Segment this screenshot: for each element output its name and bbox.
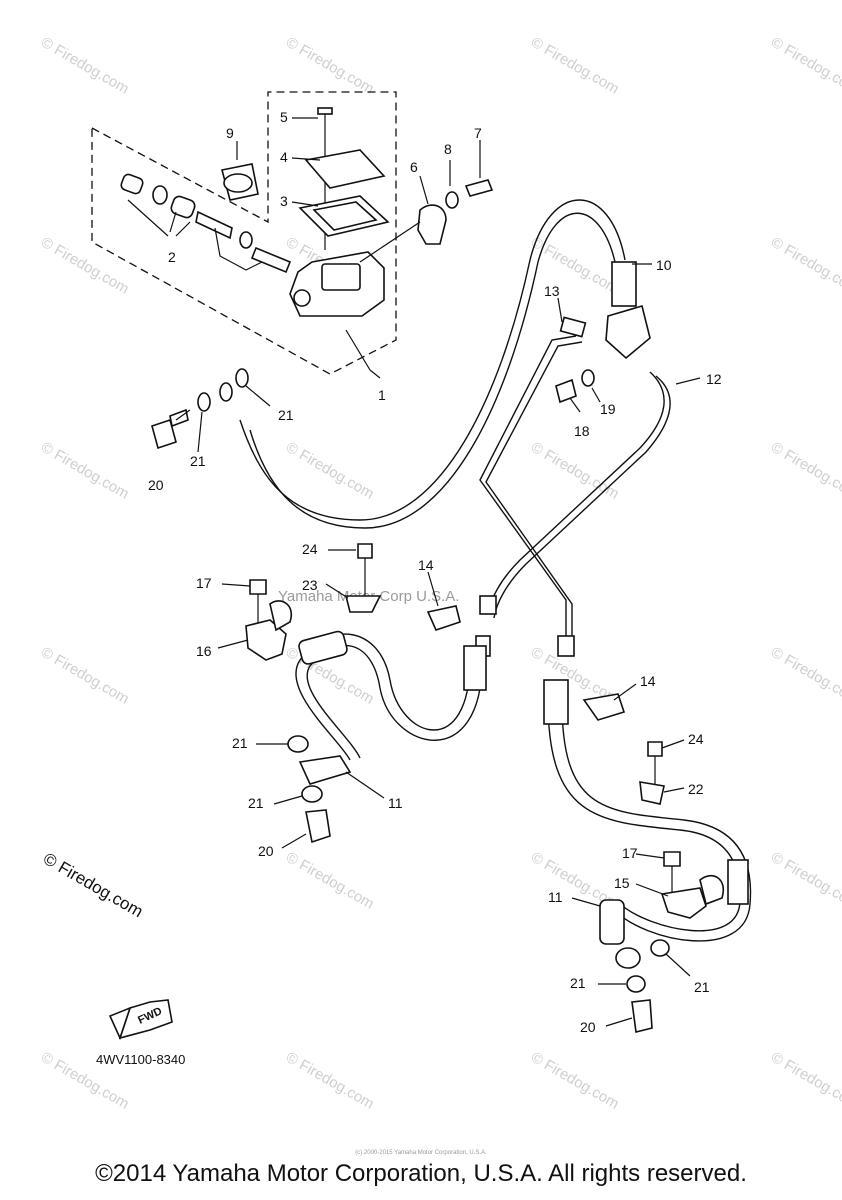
watermark: © Firedog.com — [528, 34, 622, 98]
callout-21-e: 21 — [694, 979, 710, 995]
copyright-footer: ©2014 Yamaha Motor Corporation, U.S.A. A… — [95, 1160, 747, 1187]
watermark: © Firedog.com — [38, 34, 132, 98]
watermark: © Firedog.com — [768, 644, 842, 708]
callout-11-right: 11 — [548, 889, 563, 905]
callout-20-mid: 20 — [258, 843, 274, 859]
callout-17-right: 17 — [622, 845, 638, 861]
callout-21-f: 21 — [570, 975, 586, 991]
callout-21-b: 21 — [278, 407, 294, 423]
callout-15: 15 — [614, 875, 630, 891]
watermark: © Firedog.com — [768, 1049, 842, 1113]
callout-12: 12 — [706, 371, 722, 387]
callout-1: 1 — [378, 387, 386, 403]
leader-lines — [175, 117, 701, 1027]
callout-24-left: 24 — [302, 541, 318, 557]
callout-2: 2 — [168, 249, 176, 265]
callout-20-right: 20 — [580, 1019, 596, 1035]
callout-24-right: 24 — [688, 731, 704, 747]
callout-20-top: 20 — [148, 477, 164, 493]
callout-4: 4 — [280, 149, 288, 165]
watermark: © Firedog.com — [768, 849, 842, 913]
watermark: © Firedog.com — [528, 439, 622, 503]
callout-8: 8 — [444, 141, 452, 157]
side-watermark: © Firedog.com — [40, 849, 146, 921]
watermark: © Firedog.com — [38, 439, 132, 503]
callout-23: 23 — [302, 577, 318, 593]
callout-7: 7 — [474, 125, 482, 141]
watermark: © Firedog.com — [283, 439, 377, 503]
callout-21-d: 21 — [248, 795, 264, 811]
callout-13: 13 — [544, 283, 560, 299]
callout-18: 18 — [574, 423, 590, 439]
callout-labels: 1 2 3 4 5 6 7 8 9 10 11 11 12 13 14 14 1… — [148, 109, 722, 1035]
watermark: © Firedog.com — [768, 439, 842, 503]
watermark: © Firedog.com — [528, 234, 622, 298]
brake-lines — [239, 199, 752, 969]
callout-10: 10 — [656, 257, 672, 273]
watermark: © Firedog.com — [528, 1049, 622, 1113]
callout-22: 22 — [688, 781, 704, 797]
callout-9: 9 — [226, 125, 234, 141]
callout-17-left: 17 — [196, 575, 212, 591]
callout-21-a: 21 — [190, 453, 206, 469]
watermark: © Firedog.com — [768, 234, 842, 298]
watermark: © Firedog.com — [283, 1049, 377, 1113]
master-cylinder-assembly — [91, 91, 494, 375]
callout-3: 3 — [280, 193, 288, 209]
callout-19: 19 — [600, 401, 616, 417]
watermark: © Firedog.com — [283, 849, 377, 913]
watermark: © Firedog.com — [283, 34, 377, 98]
callout-5: 5 — [280, 109, 288, 125]
hardware — [151, 368, 725, 1033]
callout-14-right: 14 — [640, 673, 656, 689]
callout-16: 16 — [196, 643, 212, 659]
callout-14-left: 14 — [418, 557, 434, 573]
watermark: © Firedog.com — [38, 234, 132, 298]
callout-6: 6 — [410, 159, 418, 175]
watermark: © Firedog.com — [768, 34, 842, 98]
callout-11-left: 11 — [388, 795, 403, 811]
watermark: © Firedog.com — [38, 644, 132, 708]
callout-21-c: 21 — [232, 735, 248, 751]
part-code: 4WV1100-8340 — [96, 1052, 186, 1067]
fine-print: (c) 2000-2015 Yamaha Motor Corporation, … — [355, 1150, 487, 1156]
fwd-arrow-icon: FWD — [108, 999, 173, 1041]
